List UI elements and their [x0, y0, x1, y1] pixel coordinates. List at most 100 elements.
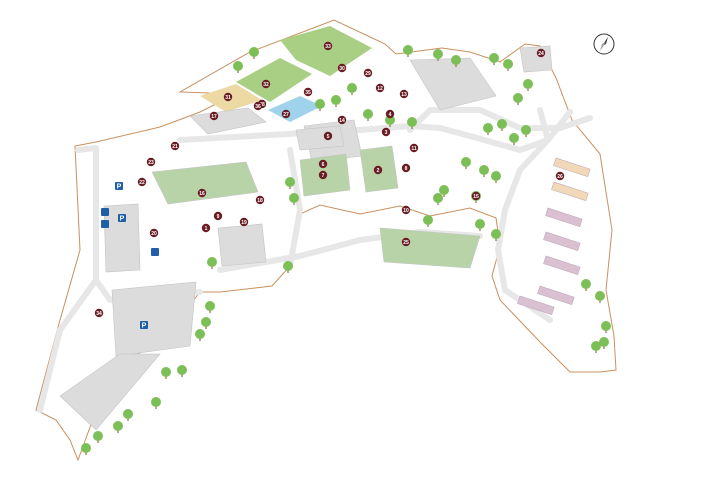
- tree-icon: [513, 93, 523, 105]
- tree-icon: [201, 317, 211, 329]
- tree-icon: [497, 119, 507, 131]
- location-marker-5[interactable]: 5: [323, 131, 333, 141]
- dormitory-block: [543, 255, 581, 276]
- location-marker-30[interactable]: 30: [337, 63, 347, 73]
- location-marker-32[interactable]: 32: [261, 79, 271, 89]
- location-marker-label: 19: [241, 220, 247, 226]
- tree-icon: [331, 95, 341, 107]
- tree-icon: [489, 53, 499, 65]
- location-marker-label: 6: [322, 162, 325, 168]
- location-marker-33[interactable]: 33: [323, 41, 333, 51]
- tree-icon: [403, 45, 413, 57]
- tree-icon: [479, 165, 489, 177]
- location-marker-24[interactable]: 24: [536, 48, 546, 58]
- motorcycle-icon: [101, 220, 109, 228]
- pool: [268, 96, 322, 122]
- building-19: [217, 223, 267, 267]
- dormitory-block: [553, 157, 591, 178]
- location-marker-23[interactable]: 23: [146, 157, 156, 167]
- tree-icon: [123, 409, 133, 421]
- location-marker-1[interactable]: 1: [201, 223, 211, 233]
- location-marker-9[interactable]: 9: [213, 211, 223, 221]
- location-marker-10[interactable]: 10: [401, 205, 411, 215]
- location-marker-19[interactable]: 19: [239, 217, 249, 227]
- tree-icon: [151, 397, 161, 409]
- location-marker-26[interactable]: 26: [555, 171, 565, 181]
- location-marker-label: 31: [225, 95, 231, 101]
- location-marker-6[interactable]: 6: [318, 159, 328, 169]
- location-marker-12[interactable]: 12: [375, 83, 385, 93]
- location-marker-16[interactable]: 16: [197, 188, 207, 198]
- location-marker-11[interactable]: 11: [409, 143, 419, 153]
- location-marker-label: 15: [473, 194, 479, 200]
- location-marker-label: 8: [405, 166, 408, 172]
- tree-icon: [113, 421, 123, 433]
- tree-icon: [491, 171, 501, 183]
- location-marker-18[interactable]: 18: [255, 195, 265, 205]
- tree-icon: [433, 193, 443, 205]
- location-marker-label: 30: [339, 66, 345, 72]
- tree-icon: [581, 279, 591, 291]
- tree-icon: [249, 47, 259, 59]
- location-marker-3[interactable]: 3: [381, 127, 391, 137]
- location-marker-31[interactable]: 31: [223, 92, 233, 102]
- location-marker-21[interactable]: 21: [170, 141, 180, 151]
- tree-icon: [233, 61, 243, 73]
- tree-icon: [601, 321, 611, 333]
- location-marker-35[interactable]: 35: [303, 87, 313, 97]
- tree-icon: [423, 215, 433, 227]
- location-marker-29[interactable]: 29: [363, 68, 373, 78]
- location-marker-label: 27: [283, 112, 289, 118]
- location-marker-label: 9: [217, 214, 220, 220]
- trees: [81, 45, 611, 455]
- location-marker-34[interactable]: 34: [94, 308, 104, 318]
- location-marker-label: 24: [538, 51, 544, 57]
- location-marker-label: 20: [151, 231, 157, 237]
- location-marker-20[interactable]: 20: [149, 228, 159, 238]
- location-marker-36[interactable]: 36: [253, 101, 263, 111]
- location-marker-15[interactable]: 15: [471, 191, 481, 201]
- location-marker-label: 14: [339, 118, 345, 124]
- location-marker-label: 23: [148, 160, 154, 166]
- tree-icon: [205, 301, 215, 313]
- tree-icon: [503, 59, 513, 71]
- location-marker-4[interactable]: 4: [385, 109, 395, 119]
- tree-icon: [177, 365, 187, 377]
- location-marker-25[interactable]: 25: [401, 237, 411, 247]
- tree-icon: [289, 193, 299, 205]
- dormitory-blocks-26: [517, 157, 591, 316]
- bicycle-icon: [101, 208, 109, 216]
- tree-icon: [439, 185, 449, 197]
- location-marker-label: 36: [255, 104, 261, 110]
- sports-field-33: [280, 26, 372, 76]
- location-marker-7[interactable]: 7: [318, 170, 328, 180]
- location-marker-27[interactable]: 27: [281, 109, 291, 119]
- location-marker-label: 18: [257, 198, 263, 204]
- location-marker-label: 35: [305, 90, 311, 96]
- location-marker-label: 29: [365, 71, 371, 77]
- tree-icon: [491, 229, 501, 241]
- parking-sign-icon: P: [140, 321, 148, 330]
- dormitory-block: [545, 207, 583, 228]
- location-marker-label: 21: [172, 144, 178, 150]
- tree-icon: [285, 177, 295, 189]
- building-17: [189, 107, 267, 135]
- parking-lot-southwest: [59, 353, 161, 431]
- location-marker-14[interactable]: 14: [337, 115, 347, 125]
- location-marker-label: 16: [199, 191, 205, 197]
- location-marker-22[interactable]: 22: [137, 177, 147, 187]
- tree-icon: [195, 329, 205, 341]
- tree-icon: [461, 157, 471, 169]
- dormitory-block: [551, 181, 589, 202]
- tree-icon: [475, 219, 485, 231]
- tree-icon: [483, 123, 493, 135]
- tree-icon: [599, 337, 609, 349]
- location-marker-13[interactable]: 13: [399, 89, 409, 99]
- tree-icon: [451, 55, 461, 67]
- location-marker-label: 17: [211, 114, 217, 120]
- location-marker-17[interactable]: 17: [209, 111, 219, 121]
- location-marker-8[interactable]: 8: [401, 163, 411, 173]
- dormitory-block: [543, 231, 581, 252]
- location-marker-2[interactable]: 2: [373, 165, 383, 175]
